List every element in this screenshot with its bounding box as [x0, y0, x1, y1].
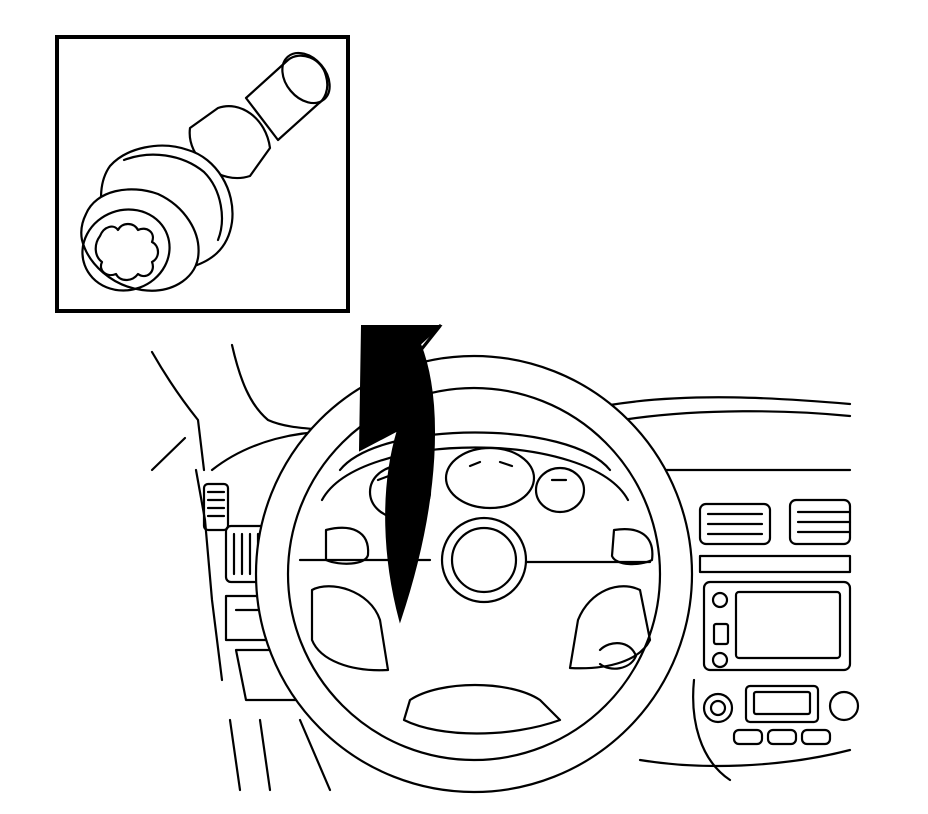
instrument-gauges-icon [368, 446, 586, 520]
rotation-arrow-icon [358, 324, 443, 624]
center-vent-right-icon [788, 498, 852, 546]
steering-wheel-icon [254, 354, 694, 794]
dashboard [150, 343, 860, 792]
climate-controls-icon [702, 684, 860, 746]
center-vent-left-icon [698, 502, 772, 546]
torx-socket-icon [80, 51, 331, 292]
radio-display-icon [702, 580, 852, 672]
inset-box [55, 35, 350, 313]
left-side-vent-icon [202, 482, 230, 532]
center-stack [628, 468, 860, 782]
